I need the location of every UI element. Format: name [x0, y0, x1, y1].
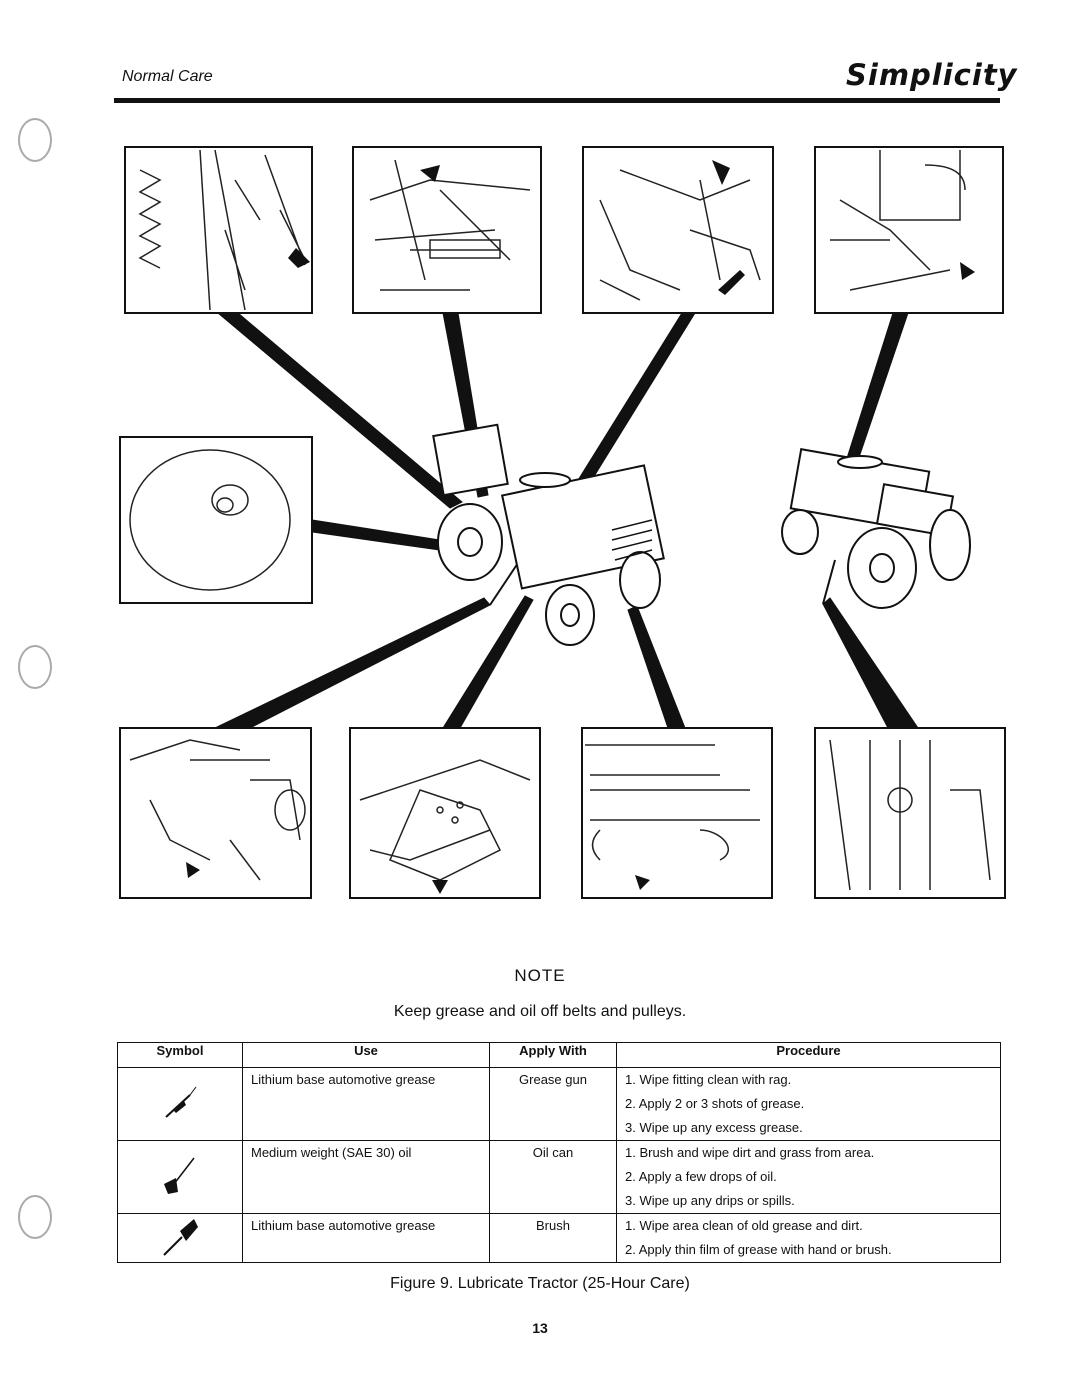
column-header-procedure: Procedure: [616, 1042, 1001, 1068]
symbol-cell: [117, 1140, 243, 1214]
use-text: Lithium base automotive grease: [251, 1218, 436, 1233]
oil-can-icon: [288, 248, 310, 268]
table-row: Lithium base automotive grease Brush 1. …: [117, 1213, 1001, 1263]
column-header-symbol: Symbol: [117, 1042, 243, 1068]
apply-cell: Grease gun: [489, 1067, 617, 1141]
oil-can-icon: [420, 165, 440, 182]
brand-logo: Simplicity: [846, 58, 1018, 92]
lubrication-illustration: [119, 146, 1006, 899]
detail-panel: [814, 727, 1006, 899]
section-title: Normal Care: [122, 68, 213, 85]
leader-line: [311, 519, 441, 551]
procedure-step: 3. Wipe up any excess grease.: [625, 1120, 803, 1135]
procedure-step: 2. Apply a few drops of oil.: [625, 1169, 777, 1184]
procedure-step: 1. Wipe area clean of old grease and dir…: [625, 1218, 863, 1233]
use-text: Lithium base automotive grease: [251, 1072, 436, 1087]
binder-hole: [18, 645, 52, 689]
tractor-wheel: [781, 509, 819, 555]
detail-panel: [124, 146, 313, 314]
oil-can-icon: [432, 880, 448, 894]
apply-text: Oil can: [532, 1145, 574, 1160]
procedure-cell: 1. Brush and wipe dirt and grass from ar…: [616, 1140, 1001, 1214]
use-cell: Lithium base automotive grease: [242, 1213, 490, 1263]
use-cell: Lithium base automotive grease: [242, 1067, 490, 1141]
use-text: Medium weight (SAE 30) oil: [251, 1145, 412, 1160]
column-header-use: Use: [242, 1042, 490, 1068]
figure-caption: Figure 9. Lubricate Tractor (25-Hour Car…: [390, 1275, 690, 1292]
table-header-row: Symbol Use Apply With Procedure: [117, 1042, 1001, 1068]
apply-text: Grease gun: [519, 1072, 587, 1087]
leader-line: [214, 597, 491, 729]
brush-icon: [718, 270, 745, 295]
procedure-step: 3. Wipe up any drips or spills.: [625, 1193, 795, 1208]
binder-hole: [18, 1195, 52, 1239]
oil-can-icon: [635, 875, 650, 890]
binder-hole: [18, 118, 52, 162]
detail-panel: [119, 436, 313, 604]
symbol-cell: [117, 1067, 243, 1141]
note-title: NOTE: [514, 966, 566, 985]
detail-panel: [352, 146, 542, 314]
detail-panel: [814, 146, 1004, 314]
apply-cell: Brush: [489, 1213, 617, 1263]
table-row: Medium weight (SAE 30) oil Oil can 1. Br…: [117, 1140, 1001, 1214]
detail-panel: [349, 727, 541, 899]
oil-can-icon: [186, 862, 200, 878]
oil-can-icon: [960, 262, 975, 280]
leader-line: [822, 597, 919, 729]
column-header-apply-with: Apply With: [489, 1042, 617, 1068]
oil-can-icon: [712, 160, 730, 185]
detail-panel: [582, 146, 774, 314]
use-cell: Medium weight (SAE 30) oil: [242, 1140, 490, 1214]
apply-text: Brush: [536, 1218, 570, 1233]
procedure-cell: 1. Wipe area clean of old grease and dir…: [616, 1213, 1001, 1263]
tractor-wheel: [929, 509, 971, 581]
oil-can-icon: [164, 1157, 195, 1194]
detail-panel: [119, 727, 312, 899]
procedure-step: 1. Brush and wipe dirt and grass from ar…: [625, 1145, 875, 1160]
detail-panel: [581, 727, 773, 899]
procedure-step: 1. Wipe fitting clean with rag.: [625, 1072, 792, 1087]
leader-line: [627, 605, 686, 729]
table-row: Lithium base automotive grease Grease gu…: [117, 1067, 1001, 1141]
lubrication-table: Symbol Use Apply With Procedure Lithium …: [117, 1042, 1001, 1263]
procedure-step: 2. Apply thin film of grease with hand o…: [625, 1242, 892, 1257]
procedure-step: 2. Apply 2 or 3 shots of grease.: [625, 1096, 805, 1111]
procedure-cell: 1. Wipe fitting clean with rag. 2. Apply…: [616, 1067, 1001, 1141]
header-rule: [114, 98, 1000, 103]
tractor-wheel: [619, 551, 661, 609]
grease-gun-icon: [165, 1086, 197, 1118]
apply-cell: Oil can: [489, 1140, 617, 1214]
note-text: Keep grease and oil off belts and pulley…: [393, 1003, 687, 1020]
page-number: 13: [532, 1320, 548, 1336]
symbol-cell: [117, 1213, 243, 1263]
leader-line: [841, 312, 909, 479]
brush-icon: [163, 1218, 198, 1256]
